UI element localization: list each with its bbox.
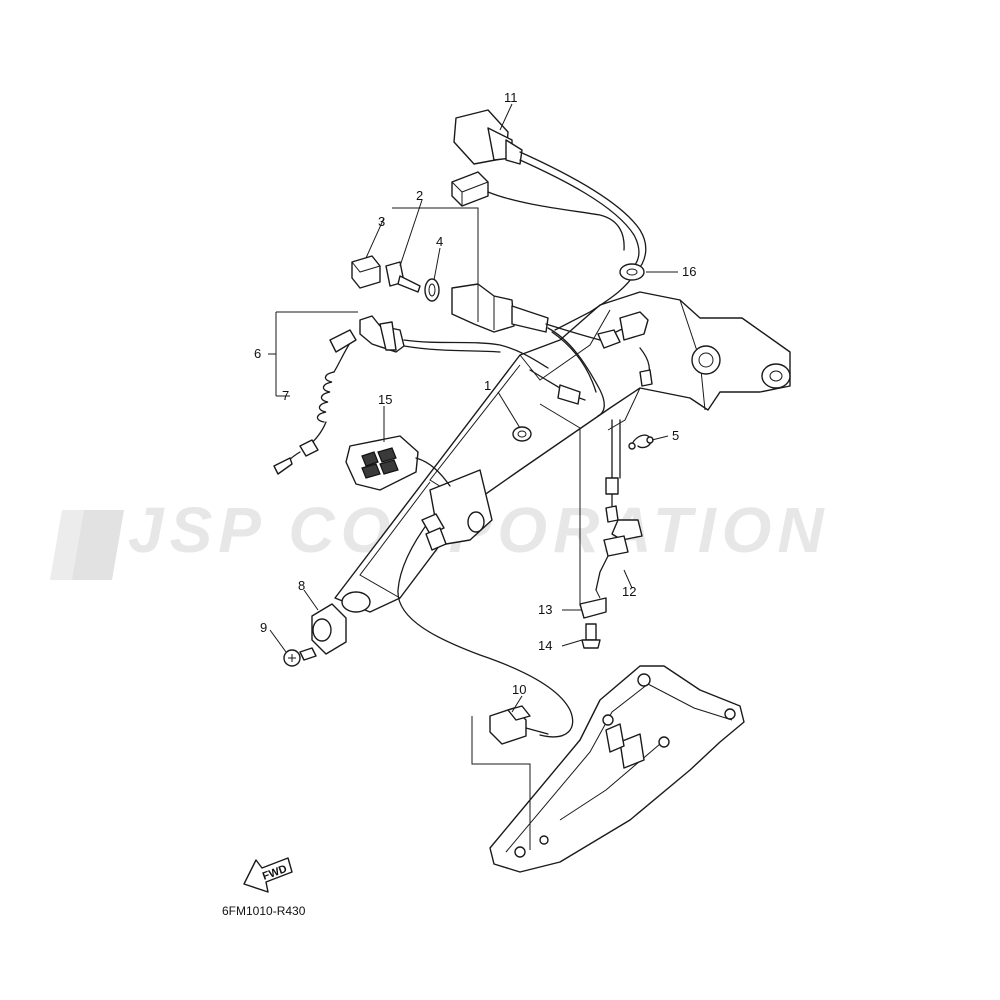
part-4-washer xyxy=(424,278,440,302)
callout-2: 2 xyxy=(416,188,423,203)
callout-10: 10 xyxy=(512,682,526,697)
lower-wiring xyxy=(397,513,574,738)
part-5-clip xyxy=(628,434,654,450)
drawing-code: 6FM1010-R430 xyxy=(222,904,306,918)
callout-3: 3 xyxy=(378,214,385,229)
callout-11: 11 xyxy=(504,90,518,105)
part-2-key xyxy=(385,261,421,293)
part-1-clamp xyxy=(512,426,532,442)
callout-8: 8 xyxy=(298,578,305,593)
callout-5: 5 xyxy=(672,428,679,443)
part-16-clip xyxy=(619,263,645,281)
part-8-grip-end xyxy=(311,603,347,655)
part-11-wire-harness xyxy=(453,109,647,331)
callout-14: 14 xyxy=(538,638,552,653)
handle-wiring xyxy=(529,311,653,417)
callout-9: 9 xyxy=(260,620,267,635)
callout-13: 13 xyxy=(538,602,552,617)
bottom-bracket xyxy=(489,665,745,873)
fwd-label: FWD xyxy=(261,863,289,883)
fwd-arrow: FWD xyxy=(243,857,293,893)
steering-handle xyxy=(334,291,791,613)
callout-6: 6 xyxy=(254,346,261,361)
leader-lines xyxy=(268,103,678,850)
callout-15: 15 xyxy=(378,392,392,407)
junction-box xyxy=(451,171,625,251)
callout-12: 12 xyxy=(622,584,636,599)
callouts: 11 2 3 4 16 6 7 1 15 5 12 13 14 8 9 10 xyxy=(254,90,696,697)
part-3-cap xyxy=(351,255,381,289)
callout-4: 4 xyxy=(436,234,443,249)
part-7-lanyard xyxy=(273,329,357,475)
callout-1: 1 xyxy=(484,378,491,393)
part-12-sensor xyxy=(595,419,643,591)
callout-16: 16 xyxy=(682,264,696,279)
callout-7: 7 xyxy=(282,388,289,403)
part-15-switch-panel xyxy=(345,435,451,491)
part-13-plate xyxy=(579,589,607,619)
part-10-connector xyxy=(489,705,549,745)
part-6-stop-switch xyxy=(359,315,549,369)
main-switch xyxy=(451,283,601,341)
part-14-bolt xyxy=(581,623,601,649)
part-9-screw xyxy=(283,647,317,667)
